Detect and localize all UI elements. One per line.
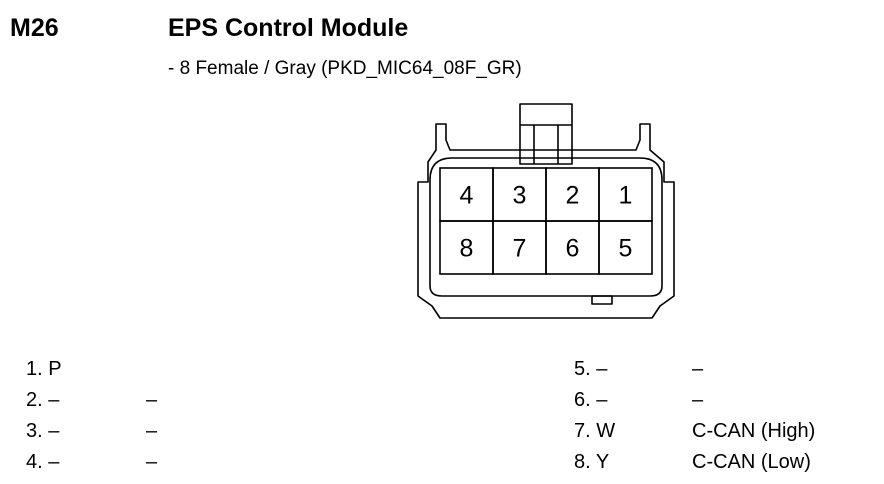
connector-housing	[417, 123, 675, 319]
pin-cell-label-3: 3	[513, 182, 527, 210]
pin-cell-label-4: 4	[460, 182, 474, 210]
pin-function: –	[692, 389, 704, 411]
pin-number: 5. –	[574, 358, 608, 380]
connector-key	[591, 295, 613, 305]
pin-function: –	[146, 451, 158, 473]
pin-function: –	[692, 358, 704, 380]
connector-latch	[519, 103, 573, 165]
pin-number: 4. –	[26, 451, 60, 473]
connector-code: M26	[10, 14, 59, 42]
connector-subtitle: - 8 Female / Gray (PKD_MIC64_08F_GR)	[168, 58, 522, 79]
pin-cell-label-5: 5	[619, 235, 633, 263]
pin-number: 6. –	[574, 389, 608, 411]
connector-inner-shell	[429, 157, 663, 297]
pin-function: –	[146, 389, 158, 411]
pin-function: C-CAN (High)	[692, 420, 816, 442]
pin-number: 7. W	[574, 420, 616, 442]
pin-function: –	[146, 420, 158, 442]
pin-cell-label-7: 7	[513, 235, 527, 263]
pin-number: 8. Y	[574, 451, 610, 473]
pin-function: C-CAN (Low)	[692, 451, 811, 473]
pin-number: 2. –	[26, 389, 60, 411]
pin-cell-label-6: 6	[566, 235, 580, 263]
pin-number: 3. –	[26, 420, 60, 442]
module-title: EPS Control Module	[168, 14, 409, 42]
pin-cell-label-2: 2	[566, 182, 580, 210]
pin-cell-label-1: 1	[619, 182, 633, 210]
pin-number: 1. P	[26, 358, 62, 380]
pin-cell-5	[598, 220, 653, 275]
pin-cell-label-8: 8	[460, 235, 474, 263]
